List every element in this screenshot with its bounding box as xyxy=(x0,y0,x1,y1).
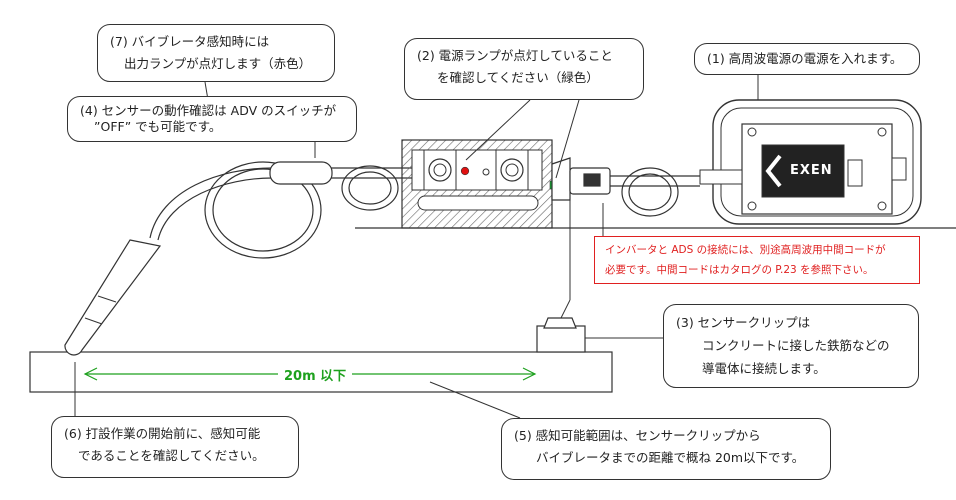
connector-plug xyxy=(551,157,700,201)
callout-inverter-power-line1: (1) 高周波電源の電源を入れます。 xyxy=(707,51,903,66)
output-lamp-red xyxy=(460,166,470,176)
callout-sensor-clip-line2: コンクリートに接した鉄筋などの xyxy=(702,338,890,353)
exen-logo: EXEN xyxy=(790,163,833,178)
callout-power-lamp-line2: を確認してください（緑色） xyxy=(437,70,599,85)
distance-label: 20m 以下 xyxy=(278,365,353,384)
callout-detection-range-line1: (5) 感知可能範囲は、センサークリップから xyxy=(514,428,761,443)
inverter-cord-loop xyxy=(621,167,679,217)
callout-output-lamp-line1: (7) バイブレータ感知時には xyxy=(110,34,270,49)
callout-sensor-clip-line3: 導電体に接続します。 xyxy=(702,361,826,376)
callout-detection-range: (5) 感知可能範囲は、センサークリップから バイブレータまでの距離で概ね 20… xyxy=(501,418,831,480)
callout-sensor-check: (4) センサーの動作確認は ADV のスイッチが ”OFF” でも可能です。 xyxy=(67,96,357,142)
callout-detection-range-line2: バイブレータまでの距離で概ね 20m以下です。 xyxy=(536,450,805,465)
callout-inverter-power: (1) 高周波電源の電源を入れます。 xyxy=(694,43,920,75)
callout-sensor-clip-line1: (3) センサークリップは xyxy=(676,315,811,330)
cord-loop xyxy=(341,165,399,211)
inverter-unit xyxy=(699,99,922,225)
callout-pre-check: (6) 打設作業の開始前に、感知可能 であることを確認してください。 xyxy=(51,416,299,478)
callout-sensor-clip: (3) センサークリップは コンクリートに接した鉄筋などの 導電体に接続します。 xyxy=(663,304,919,388)
intermediate-cord-note: インバータと ADS の接続には、別途高周波用中間コードが 必要です。中間コード… xyxy=(594,236,920,284)
ads-unit xyxy=(401,139,553,229)
sensor-lead xyxy=(559,200,571,321)
callout-pre-check-line2: であることを確認してください。 xyxy=(78,448,265,463)
callout-power-lamp: (2) 電源ランプが点灯していること を確認してください（緑色） xyxy=(404,38,644,100)
callout-pre-check-line1: (6) 打設作業の開始前に、感知可能 xyxy=(64,426,261,441)
note-line2: 必要です。中間コードはカタログの P.23 を参照下さい。 xyxy=(605,264,874,276)
callout-output-lamp-line2: 出力ランプが点灯します（赤色） xyxy=(124,56,312,71)
callout-sensor-check-line2: ”OFF” でも可能です。 xyxy=(94,119,222,134)
vibrator-wand xyxy=(64,239,162,356)
callout-output-lamp: (7) バイブレータ感知時には 出力ランプが点灯します（赤色） xyxy=(97,24,335,82)
note-line1: インバータと ADS の接続には、別途高周波用中間コードが xyxy=(605,244,886,256)
leader-lines xyxy=(74,75,759,419)
callout-power-lamp-line1: (2) 電源ランプが点灯していること xyxy=(417,48,613,63)
callout-sensor-check-line1: (4) センサーの動作確認は ADV のスイッチが xyxy=(80,103,337,118)
hose-sleeve xyxy=(269,161,333,185)
sensor-clip xyxy=(536,317,586,353)
